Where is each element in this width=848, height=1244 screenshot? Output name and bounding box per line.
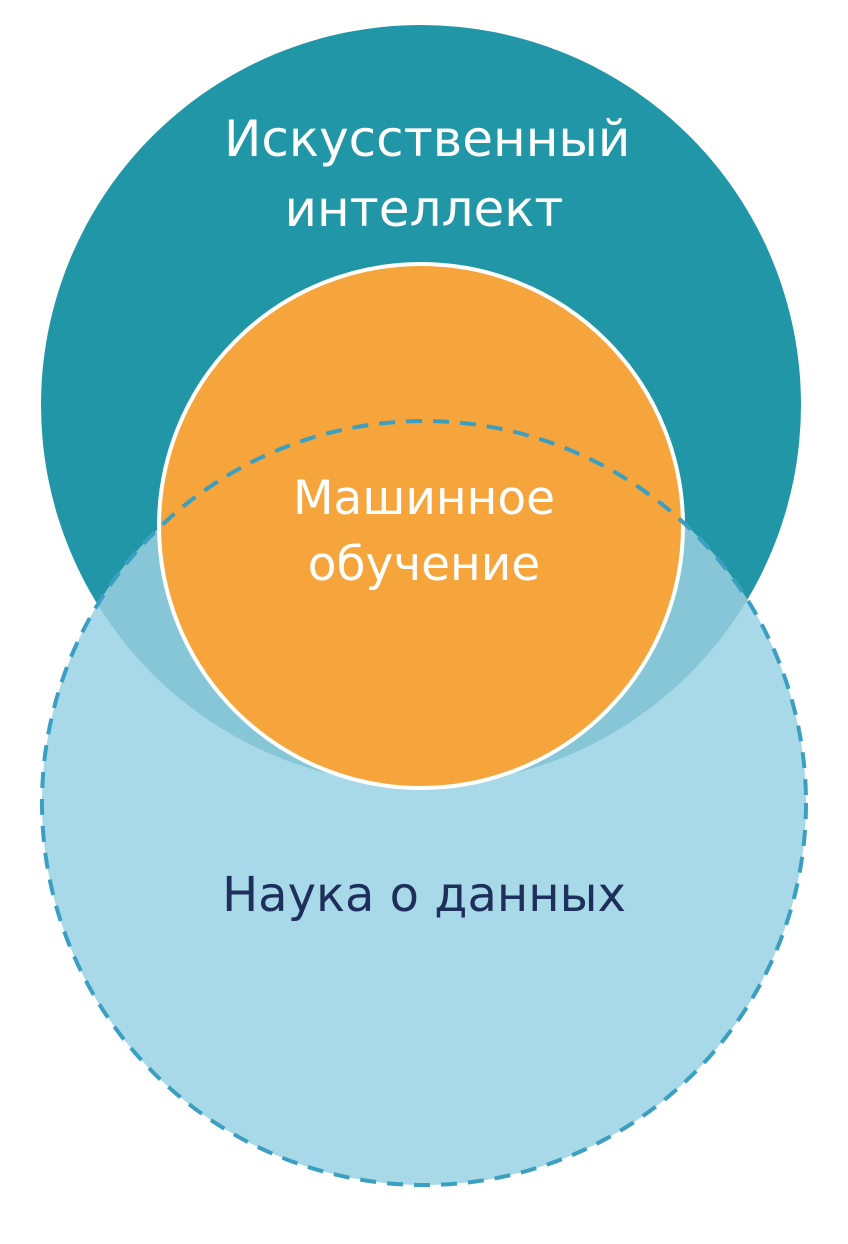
ai-label: Искусственный интеллект — [224, 104, 631, 244]
data-science-dashed-outline — [40, 419, 808, 1187]
ai-label-line-1: Искусственный — [224, 110, 631, 168]
ml-label: Машинное обучение — [254, 466, 594, 598]
ml-label-line-1: Машинное — [292, 471, 556, 526]
ai-label-line-2: интеллект — [284, 180, 564, 238]
ml-circle — [157, 262, 685, 790]
ml-label-line-2: обучение — [307, 537, 541, 592]
data-science-label: Наука о данных — [174, 862, 674, 928]
data-science-label-line-1: Наука о данных — [222, 867, 626, 923]
